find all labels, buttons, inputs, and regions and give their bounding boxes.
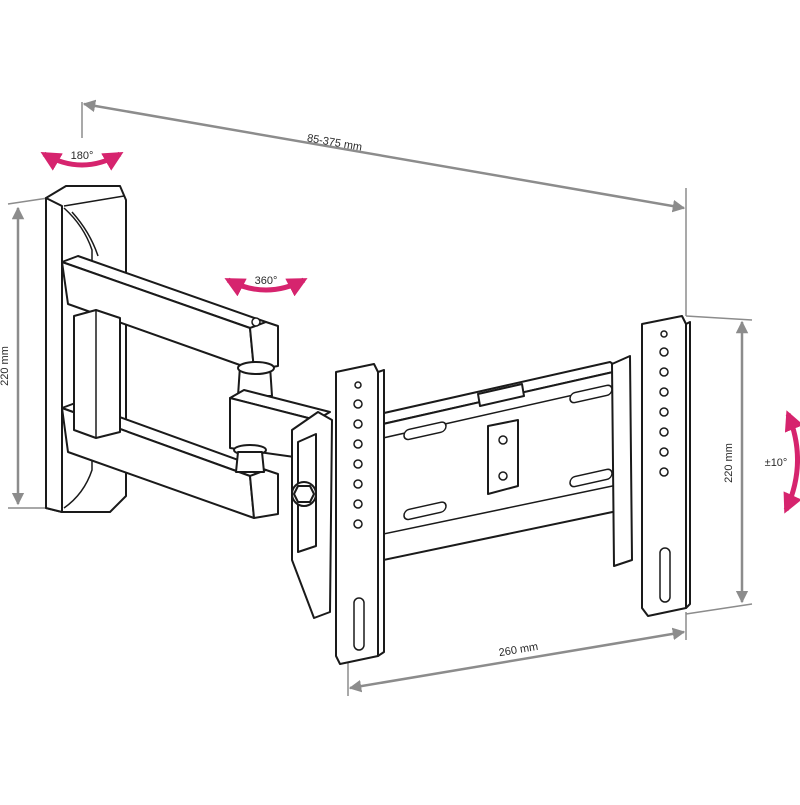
rotation-arrow-icon (40, 151, 124, 171)
wall-plate-height-label: 220 mm (0, 346, 11, 386)
upper-arm (61, 255, 279, 371)
arm-rotation-label: 360° (255, 275, 278, 287)
vertical-bar (73, 309, 121, 439)
tv-plate-width-dimension: 260 mm (347, 612, 687, 696)
depth-dimension: 85-375 mm (81, 99, 687, 316)
tilt-label: ±10° (765, 457, 788, 469)
rotation-arrow-icon (224, 277, 308, 297)
right-tv-bracket (611, 315, 691, 617)
left-bracket-holes (353, 381, 365, 651)
middle-joint (237, 361, 275, 397)
tv-plate-height-dimension: 220 mm (685, 315, 753, 615)
cross-bar (361, 361, 623, 563)
rotation-arrow-icon (783, 410, 800, 514)
swivel-indicator: 180° (40, 150, 124, 171)
left-tv-bracket (335, 363, 385, 665)
arm-rotation-indicator: 360° (224, 275, 308, 297)
right-bracket-holes (659, 330, 671, 603)
wall-plate-height-dimension: 220 mm (0, 197, 49, 509)
width-arrow-icon (348, 627, 686, 693)
swivel-label: 180° (71, 150, 94, 162)
depth-label: 85-375 mm (306, 132, 363, 153)
tilt-indicator: ±10° (765, 410, 800, 514)
depth-dimension-arrow-icon (82, 99, 686, 213)
tv-plate-height-label: 220 mm (723, 443, 735, 483)
tilt-mechanism (291, 411, 333, 619)
